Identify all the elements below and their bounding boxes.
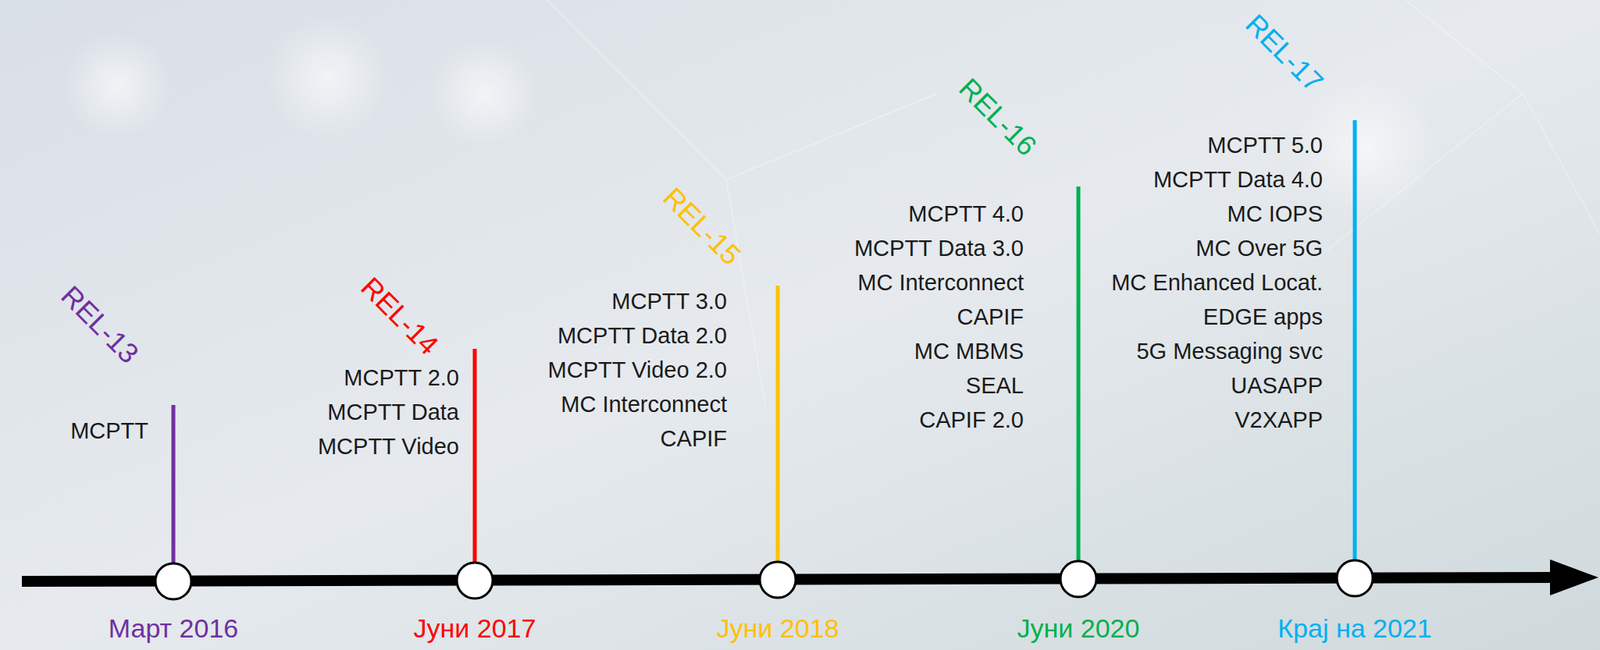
feature-label: MCPTT Data 3.0 bbox=[854, 235, 1024, 263]
feature-label: MCPTT Data 2.0 bbox=[557, 322, 727, 350]
feature-label: MC MBMS bbox=[914, 338, 1024, 366]
release-label: REL-14 bbox=[354, 270, 446, 363]
feature-label: MCPTT Data bbox=[327, 399, 460, 427]
feature-label: MCPTT bbox=[70, 417, 149, 446]
feature-label: MCPTT 3.0 bbox=[611, 288, 727, 316]
network-lines bbox=[546, 0, 1600, 407]
release-label: REL-13 bbox=[54, 279, 147, 371]
feature-label: CAPIF 2.0 bbox=[919, 406, 1024, 435]
feature-label: MCPTT 2.0 bbox=[343, 364, 460, 392]
release-line bbox=[1076, 186, 1081, 563]
feature-label: MC Over 5G bbox=[1195, 235, 1323, 263]
date-label: Март 2016 bbox=[108, 612, 239, 645]
feature-label: MCPTT Video 2.0 bbox=[548, 356, 727, 385]
feature-label: MCPTT 5.0 bbox=[1207, 131, 1323, 160]
feature-label: CAPIF bbox=[660, 425, 727, 453]
feature-label: CAPIF bbox=[957, 303, 1024, 332]
bokeh bbox=[429, 39, 539, 149]
feature-label: MCPTT 4.0 bbox=[908, 200, 1024, 229]
feature-label: MC Enhanced Locat. bbox=[1111, 269, 1323, 297]
bokeh bbox=[265, 15, 391, 141]
milestone-dots bbox=[155, 560, 1373, 600]
release-label: REL-16 bbox=[952, 71, 1045, 164]
feature-label: SEAL bbox=[965, 372, 1024, 400]
feature-label: MC Interconnect bbox=[857, 269, 1024, 297]
feature-label: UASAPP bbox=[1230, 372, 1323, 400]
feature-label: MC Interconnect bbox=[560, 391, 727, 419]
date-label: Јуни 2020 bbox=[1017, 612, 1141, 645]
date-label: Јуни 2017 bbox=[413, 612, 537, 645]
date-label: Јуни 2018 bbox=[716, 612, 840, 645]
feature-label: 5G Messaging svc bbox=[1136, 338, 1323, 366]
feature-label: MCPTT Video bbox=[317, 433, 460, 461]
feature-label: V2XAPP bbox=[1234, 406, 1323, 435]
release-label: REL-17 bbox=[1239, 7, 1331, 100]
axis-arrowhead bbox=[1550, 559, 1599, 596]
release-label: REL-15 bbox=[656, 181, 749, 273]
date-label: Крај на 2021 bbox=[1277, 612, 1432, 645]
bokeh bbox=[62, 31, 172, 141]
release-line bbox=[171, 405, 176, 564]
feature-label: EDGE apps bbox=[1203, 303, 1323, 332]
release-line bbox=[473, 349, 478, 564]
release-line bbox=[776, 285, 781, 563]
release-line bbox=[1353, 120, 1358, 560]
feature-label: MC IOPS bbox=[1227, 200, 1323, 229]
feature-label: MCPTT Data 4.0 bbox=[1153, 166, 1323, 194]
